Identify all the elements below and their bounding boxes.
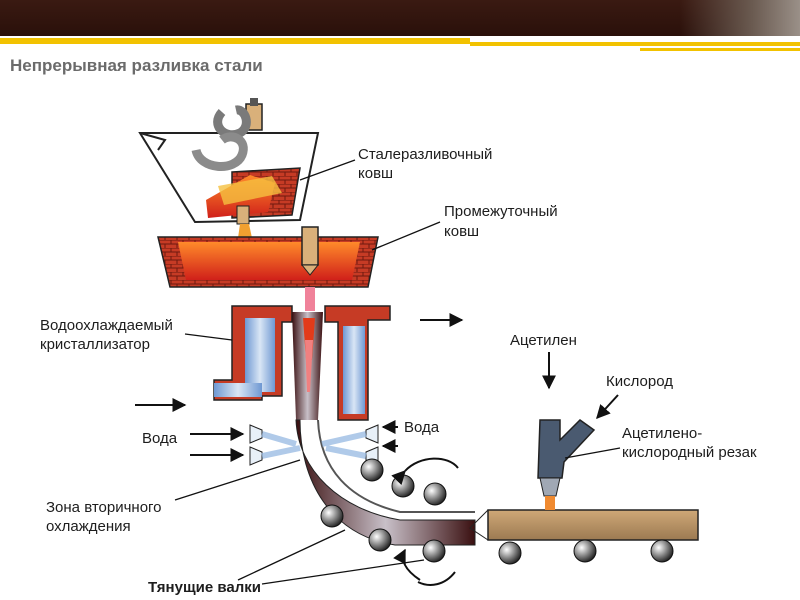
cutting-torch bbox=[537, 419, 596, 510]
water-cooled-mold bbox=[213, 305, 391, 421]
pinch-rolls bbox=[320, 458, 447, 563]
label-torch-line2: кислородный резак bbox=[622, 444, 757, 461]
label-tundish-line2: ковш bbox=[444, 223, 479, 240]
label-water-right: Вода bbox=[404, 419, 440, 436]
oxygen-arrow bbox=[596, 394, 619, 420]
header-fade bbox=[680, 0, 800, 36]
roll-rotation-arc bbox=[417, 571, 456, 586]
label-torch-line1: Ацетилено- bbox=[622, 425, 702, 442]
steel-strand bbox=[295, 419, 476, 546]
label-zone-line2: охлаждения bbox=[46, 518, 131, 535]
label-zone-line1: Зона вторичного bbox=[46, 499, 162, 516]
label-acetylene: Ацетилен bbox=[510, 332, 577, 349]
label-tundish-line1: Промежуточный bbox=[444, 203, 558, 220]
label-pinch-rolls: Тянущие валки bbox=[148, 579, 261, 596]
conveyor-rollers bbox=[498, 539, 674, 565]
roll-rotation-arrow-bottom bbox=[393, 548, 421, 581]
cut-slab bbox=[487, 509, 699, 541]
label-ladle-line1: Сталеразливочный bbox=[358, 146, 492, 163]
slab-cut-edge bbox=[469, 509, 489, 541]
strand-edge bbox=[317, 419, 475, 513]
roll-rotation-arrow-top bbox=[391, 457, 459, 485]
label-mold-line2: кристаллизатор bbox=[40, 336, 150, 353]
label-water-left: Вода bbox=[142, 430, 178, 447]
slide-header-bar bbox=[0, 0, 800, 36]
label-mold-line1: Водоохлаждаемый bbox=[40, 317, 173, 334]
leader-lines bbox=[174, 159, 621, 585]
gold-line-3 bbox=[640, 48, 800, 51]
label-ladle-line2: ковш bbox=[358, 165, 393, 182]
gold-line-2 bbox=[470, 42, 800, 46]
steel-ladle bbox=[138, 98, 320, 238]
gold-divider bbox=[0, 38, 800, 51]
label-oxygen: Кислород bbox=[606, 373, 673, 390]
diagram-title: Непрерывная разливка стали bbox=[10, 56, 263, 75]
secondary-cooling-sprays bbox=[249, 424, 379, 466]
tundish bbox=[157, 226, 379, 311]
gold-line-1 bbox=[0, 38, 470, 44]
